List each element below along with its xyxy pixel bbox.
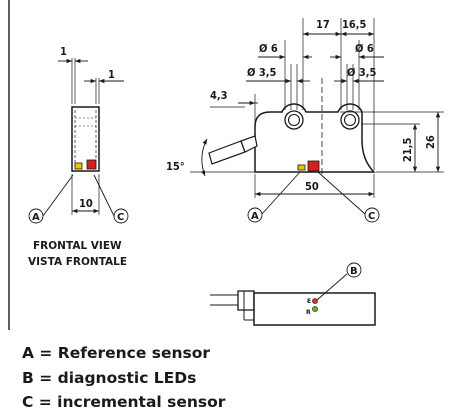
led-label-r: R — [306, 309, 311, 316]
side-cable — [208, 140, 246, 165]
side-callout-c-circle — [364, 207, 380, 223]
legend-reference-sensor: A = Reference sensor — [22, 344, 211, 362]
bottom-callout-b: B — [350, 266, 358, 277]
side-view — [190, 18, 444, 223]
frontal-reference-sensor — [74, 162, 83, 170]
dim-angle: 15° — [166, 160, 185, 173]
frontal-incremental-sensor — [86, 159, 97, 170]
legend-diagnostic-leds: B = diagnostic LEDs — [22, 369, 197, 387]
side-incremental-sensor — [307, 160, 320, 172]
side-reference-sensor — [297, 164, 306, 171]
frontal-callout-a-circle — [28, 208, 44, 224]
dim-17: 17 — [316, 18, 330, 31]
frontal-callout-c: C — [117, 212, 124, 223]
dim-21-5: 21,5 — [401, 137, 414, 162]
dim-cbore-right: Ø 3,5 — [347, 66, 376, 79]
dim-front-1-right: 1 — [108, 68, 115, 81]
side-callout-a: A — [251, 211, 259, 222]
frontal-view — [28, 58, 129, 224]
led-red — [312, 298, 318, 304]
frontal-callout-c-circle — [113, 208, 129, 224]
led-label-e: E — [307, 298, 311, 305]
dim-16-5: 16,5 — [342, 18, 367, 31]
side-callout-c: C — [368, 211, 375, 222]
bottom-view — [210, 262, 376, 326]
view-caption-it: VISTA FRONTALE — [28, 256, 127, 268]
dim-cbore-left: Ø 3,5 — [247, 66, 276, 79]
dim-50: 50 — [305, 180, 319, 193]
dim-4-3: 4,3 — [210, 89, 228, 102]
dim-front-1-top: 1 — [60, 45, 67, 58]
frontal-callout-a: A — [32, 212, 40, 223]
side-callout-a-circle — [247, 207, 263, 223]
view-caption-en: FRONTAL VIEW — [33, 240, 122, 252]
led-green — [312, 306, 318, 312]
dim-26: 26 — [424, 135, 437, 149]
dim-hole-right: Ø 6 — [355, 42, 374, 55]
dim-front-10: 10 — [79, 197, 93, 210]
dim-hole-left: Ø 6 — [259, 42, 278, 55]
legend-incremental-sensor: C = incremental sensor — [22, 393, 226, 411]
bottom-callout-b-circle — [346, 262, 362, 278]
